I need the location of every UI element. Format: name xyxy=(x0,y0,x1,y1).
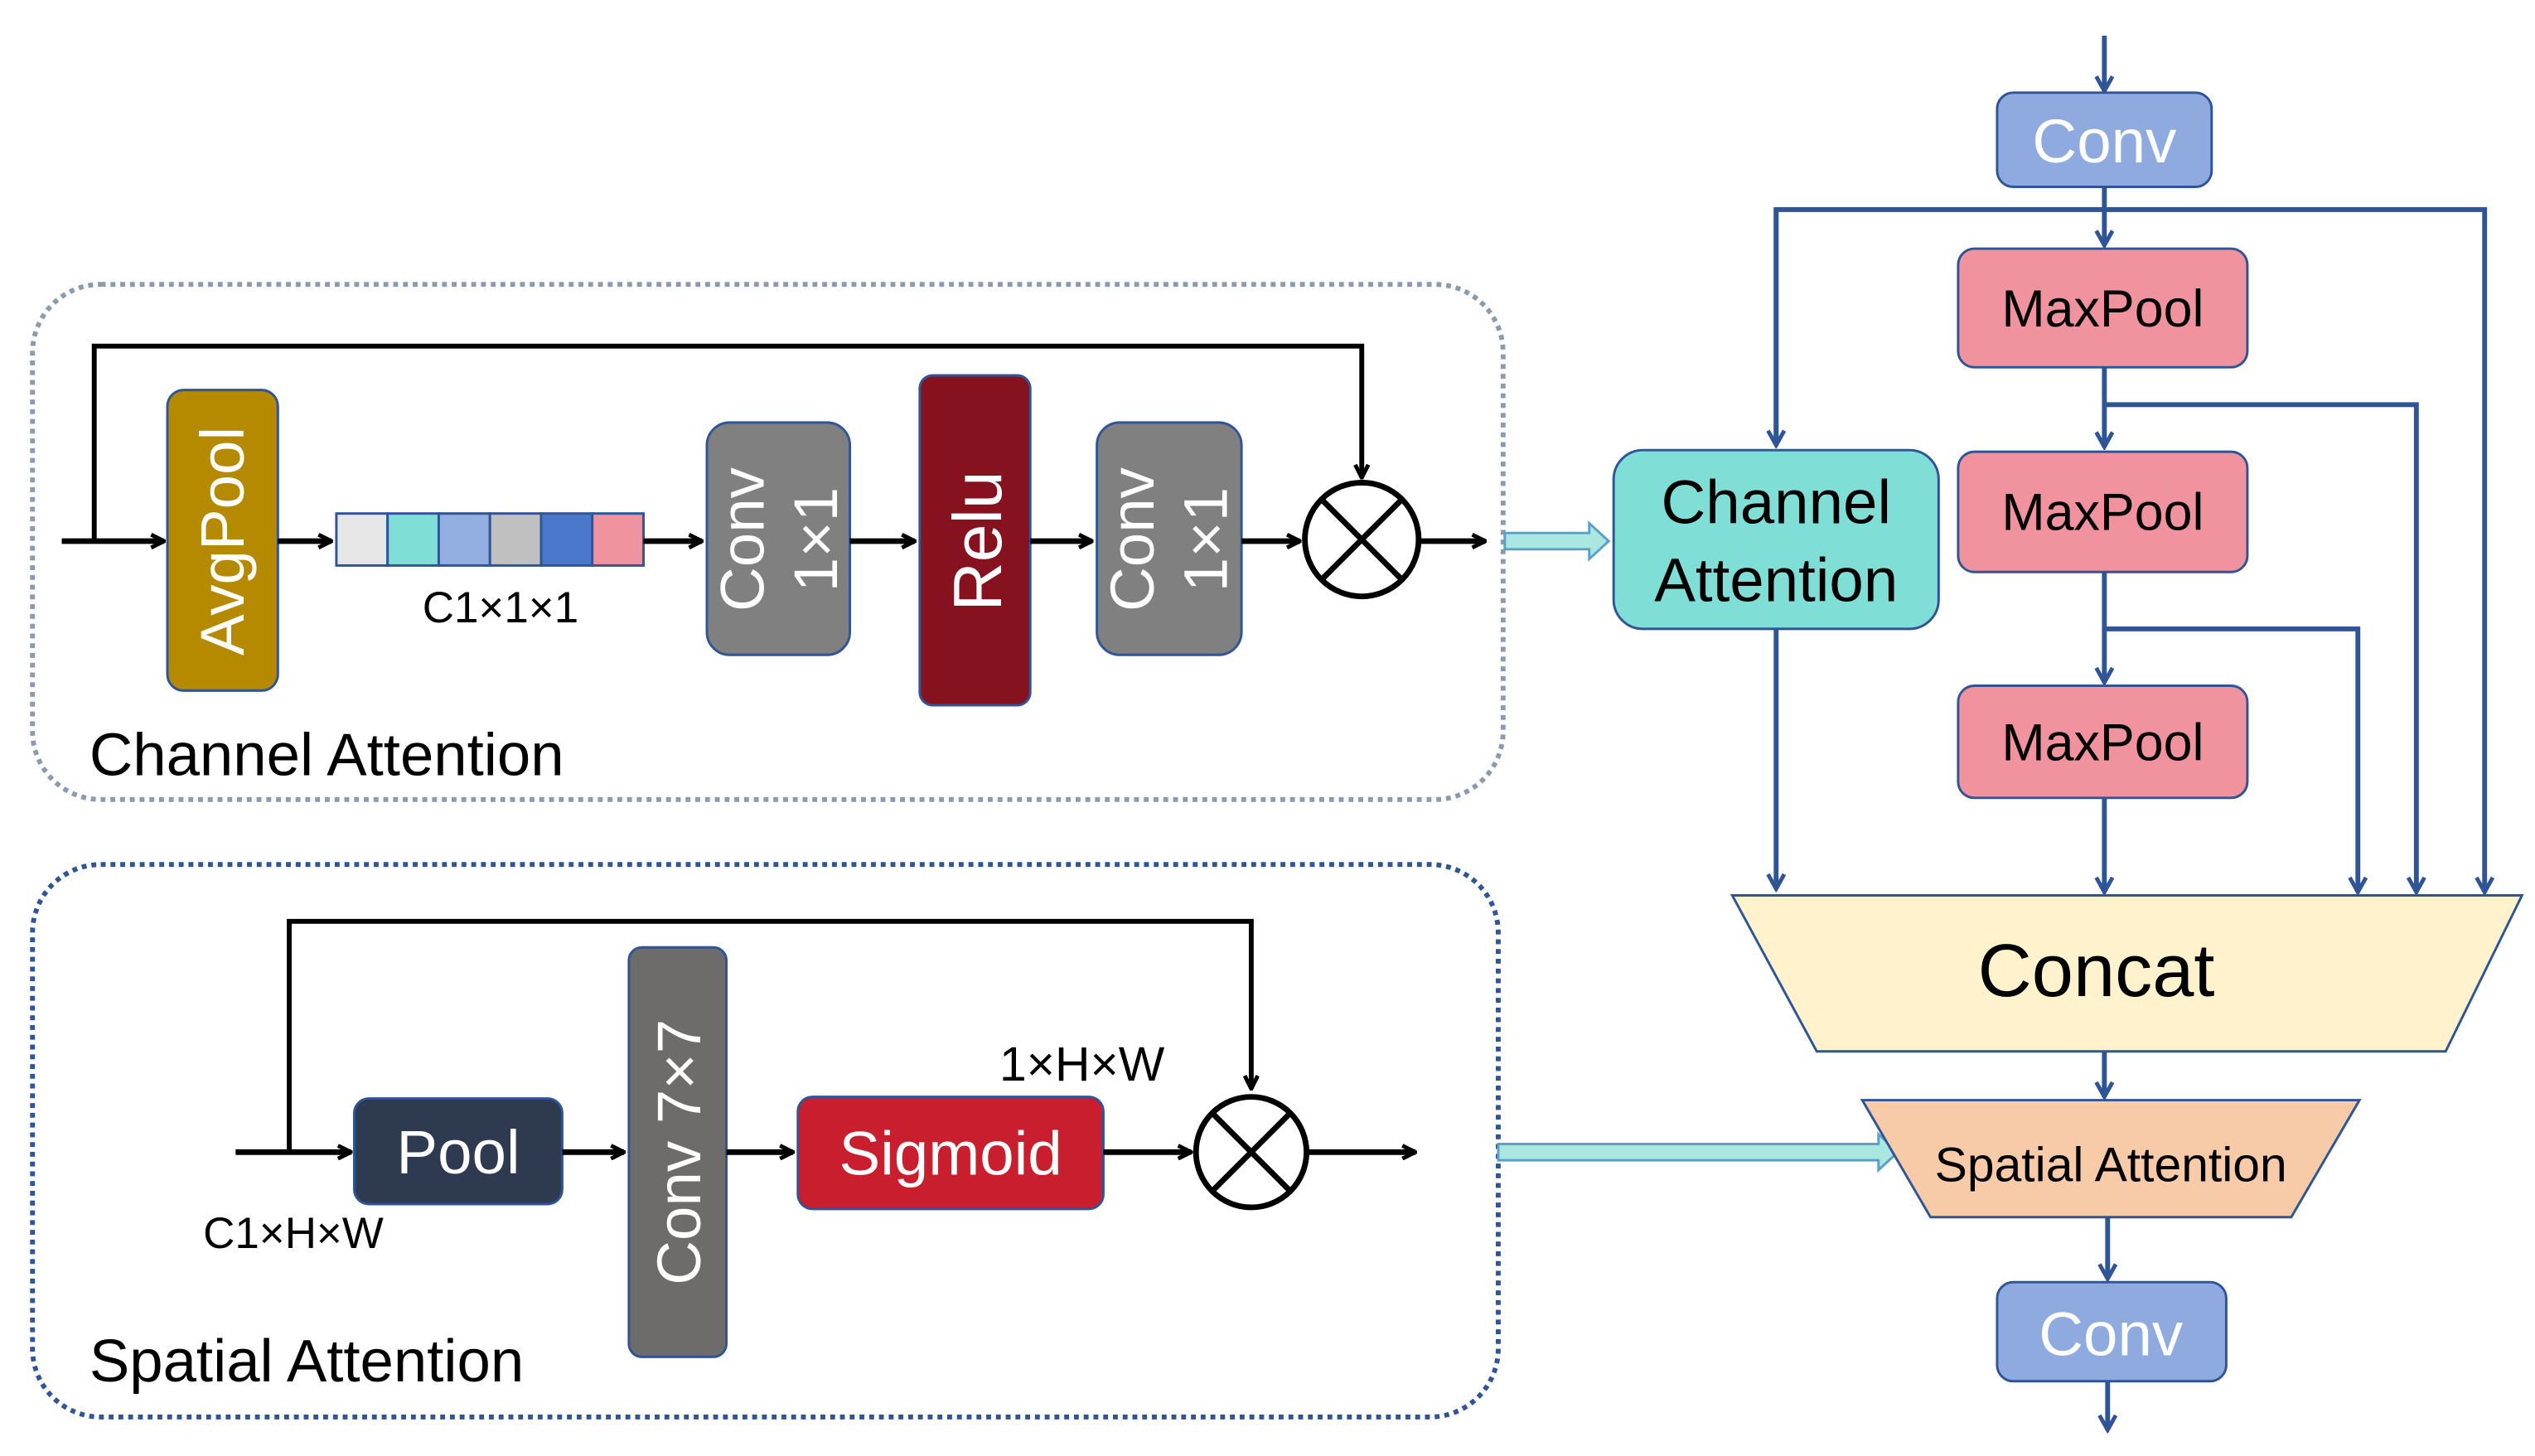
relu-block: Relu xyxy=(918,374,1032,707)
spatial-attention-title: Spatial Attention xyxy=(89,1328,524,1395)
spp-pipeline xyxy=(1776,36,2484,1429)
vector-cell xyxy=(539,512,594,567)
conv-top-label: Conv xyxy=(2032,107,2176,176)
maxpool-label: MaxPool xyxy=(2001,714,2204,772)
concat-label: Concat xyxy=(1978,929,2215,1013)
vector-label: C1×1×1 xyxy=(423,583,578,632)
conv1x1-block-2: Conv 1×1 xyxy=(1096,421,1243,656)
channel-vector xyxy=(335,512,645,567)
maxpool-label: MaxPool xyxy=(2001,280,2204,338)
vector-cell xyxy=(386,512,440,567)
vector-cell xyxy=(591,512,645,567)
input-label: C1×H×W xyxy=(203,1209,384,1258)
maxpool-block-3: MaxPool xyxy=(1957,684,2249,800)
skip-connection xyxy=(287,918,1251,1153)
maxpool-block-1: MaxPool xyxy=(1957,247,2249,369)
spatial-attention-panel: C1×H×W Pool Conv 7×7 Sigmoid 1×H×W Spati… xyxy=(30,862,1501,1420)
conv7x7-label: Conv 7×7 xyxy=(645,1019,714,1285)
spatial-attention-label: Spatial Attention xyxy=(1935,1139,2287,1192)
avgpool-label: AvgPool xyxy=(188,427,257,655)
channel-attention-title: Channel Attention xyxy=(89,721,564,788)
relu-label: Relu xyxy=(940,471,1016,611)
channel-label: Channel xyxy=(1661,467,1891,536)
conv-bottom-label: Conv xyxy=(2039,1299,2183,1368)
conv-label: Conv xyxy=(709,467,777,612)
multiply-icon xyxy=(1193,1094,1309,1211)
spatial-attention-block: Spatial Attention xyxy=(1860,1099,2362,1219)
conv-bottom-block: Conv xyxy=(1996,1280,2228,1383)
conv7x7-block: Conv 7×7 xyxy=(627,946,728,1358)
concat-block: Concat xyxy=(1730,894,2524,1053)
sigmoid-block: Sigmoid xyxy=(796,1096,1105,1211)
conv-label: Conv xyxy=(1098,467,1167,612)
channel-attention-panel: AvgPool C1×1×1 Conv 1×1 Relu Conv 1×1 Ch xyxy=(30,282,1506,802)
conv-top-block: Conv xyxy=(1996,91,2213,188)
conv1x1-block-1: Conv 1×1 xyxy=(705,421,852,656)
attention-label: Attention xyxy=(1654,546,1898,615)
pool-block: Pool xyxy=(353,1097,564,1206)
vector-cell xyxy=(488,512,543,567)
kernel-label: 1×1 xyxy=(781,487,850,592)
sigmoid-label: Sigmoid xyxy=(839,1120,1062,1188)
map-label: 1×H×W xyxy=(999,1038,1165,1091)
maxpool-label: MaxPool xyxy=(2001,483,2204,541)
pool-label: Pool xyxy=(396,1118,520,1187)
vector-cell xyxy=(437,512,491,567)
multiply-icon xyxy=(1302,479,1422,600)
channel-attention-block: Channel Attention xyxy=(1612,448,1940,631)
avgpool-block: AvgPool xyxy=(166,389,279,692)
connector-arrow-spatial xyxy=(1497,1131,1900,1173)
kernel-label: 1×1 xyxy=(1171,487,1240,592)
vector-cell xyxy=(335,512,389,567)
skip-connection xyxy=(91,343,1362,541)
maxpool-block-2: MaxPool xyxy=(1957,450,2249,573)
connector-arrow-channel xyxy=(1503,520,1611,562)
